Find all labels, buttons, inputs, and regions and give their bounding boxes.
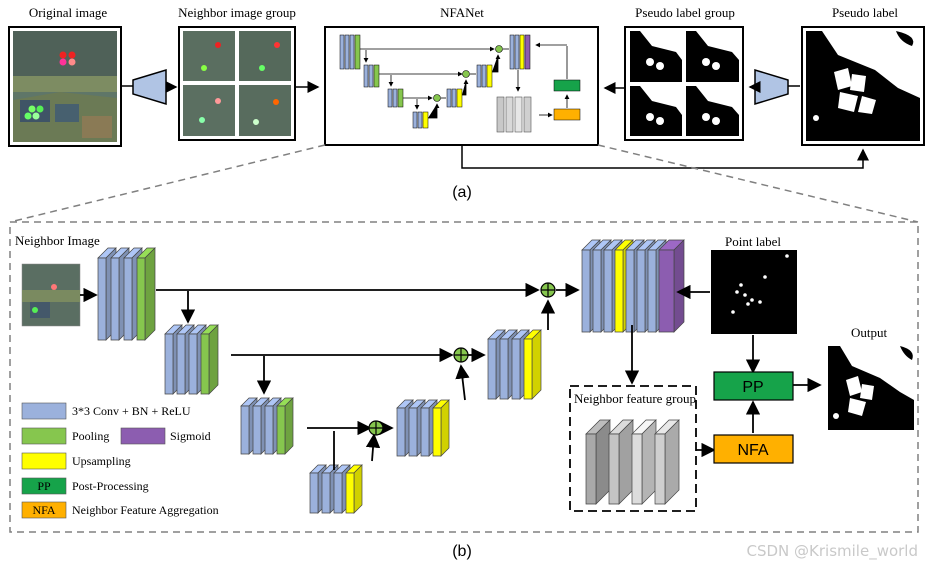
add-node-2 xyxy=(453,347,469,363)
nfanet-box xyxy=(324,26,599,146)
decoder-stage-3-layer-4 xyxy=(432,399,450,457)
svg-text:3*3 Conv + BN + ReLU: 3*3 Conv + BN + ReLU xyxy=(72,404,191,418)
svg-text:Pooling: Pooling xyxy=(72,429,109,443)
watermark: CSDN @Krismile_world xyxy=(747,542,919,561)
bottleneck-stage-layer-4 xyxy=(345,464,363,514)
add-node-1 xyxy=(540,282,556,298)
original-image xyxy=(8,26,122,147)
caption-b: (b) xyxy=(452,543,472,560)
legend-item-upsampling: Upsampling xyxy=(21,452,131,470)
pseudo-label-group xyxy=(624,26,744,141)
output-title: Output xyxy=(851,325,888,340)
nfa-box: NFA xyxy=(713,434,794,464)
caption-a: (a) xyxy=(452,184,472,201)
neighbor-feature-group-title: Neighbor feature group xyxy=(574,391,696,406)
encoder-trapezoid xyxy=(132,68,167,106)
detail-frame xyxy=(9,221,919,533)
svg-text:Sigmoid: Sigmoid xyxy=(170,429,211,443)
neighbor-feature-map-3 xyxy=(631,419,657,505)
svg-text:NFA: NFA xyxy=(737,442,768,459)
neighbor-image-title: Neighbor Image xyxy=(15,233,100,248)
svg-text:PP: PP xyxy=(37,479,51,493)
decoder-stage-2-layer-4 xyxy=(523,329,542,400)
pseudo-label-title: Pseudo label xyxy=(832,5,898,20)
neighbor-feature-map-2 xyxy=(608,419,634,505)
add-node-3 xyxy=(368,420,384,436)
network-blocks xyxy=(97,239,685,514)
legend-item-sigmoid: Sigmoid xyxy=(120,427,211,445)
neighbor-feature-map-4 xyxy=(654,419,680,505)
pseudo-label-group-title: Pseudo label group xyxy=(635,5,735,20)
legend: 3*3 Conv + BN + ReLU Pooling SigmoidUpsamp… xyxy=(21,402,219,519)
neighbor-feature-map-1 xyxy=(585,419,611,505)
svg-text:Post-Processing: Post-Processing xyxy=(72,479,149,493)
neighbor-image-group xyxy=(178,26,296,141)
label-trapezoid xyxy=(754,68,789,106)
nfanet-title: NFANet xyxy=(440,5,484,20)
encoder-stage-3-layer-4 xyxy=(276,397,294,455)
point-label-image xyxy=(711,250,797,334)
encoder-stage-1-layer-4 xyxy=(136,247,156,341)
sigmoid-layer xyxy=(658,239,685,333)
neighbor-image-group-title: Neighbor image group xyxy=(178,5,296,20)
legend-item-pp: PP Post-Processing xyxy=(21,477,149,495)
legend-item-nfa: NFA Neighbor Feature Aggregation xyxy=(21,501,219,519)
original-image-title: Original image xyxy=(29,5,108,20)
legend-item-pool: Pooling xyxy=(21,427,109,445)
point-label-title: Point label xyxy=(725,234,781,249)
legend-item-conv: 3*3 Conv + BN + ReLU xyxy=(21,402,191,420)
output-image xyxy=(828,346,914,430)
svg-text:PP: PP xyxy=(742,379,763,396)
svg-text:Upsampling: Upsampling xyxy=(72,454,131,468)
pseudo-label xyxy=(801,26,925,146)
encoder-stage-2-layer-4 xyxy=(200,324,219,395)
svg-text:Neighbor Feature Aggregation: Neighbor Feature Aggregation xyxy=(72,503,219,517)
neighbor-image-thumb xyxy=(21,263,81,327)
neighbor-feature-group: Neighbor feature group xyxy=(569,385,697,512)
svg-text:NFA: NFA xyxy=(32,503,55,517)
pp-box: PP xyxy=(713,371,794,401)
